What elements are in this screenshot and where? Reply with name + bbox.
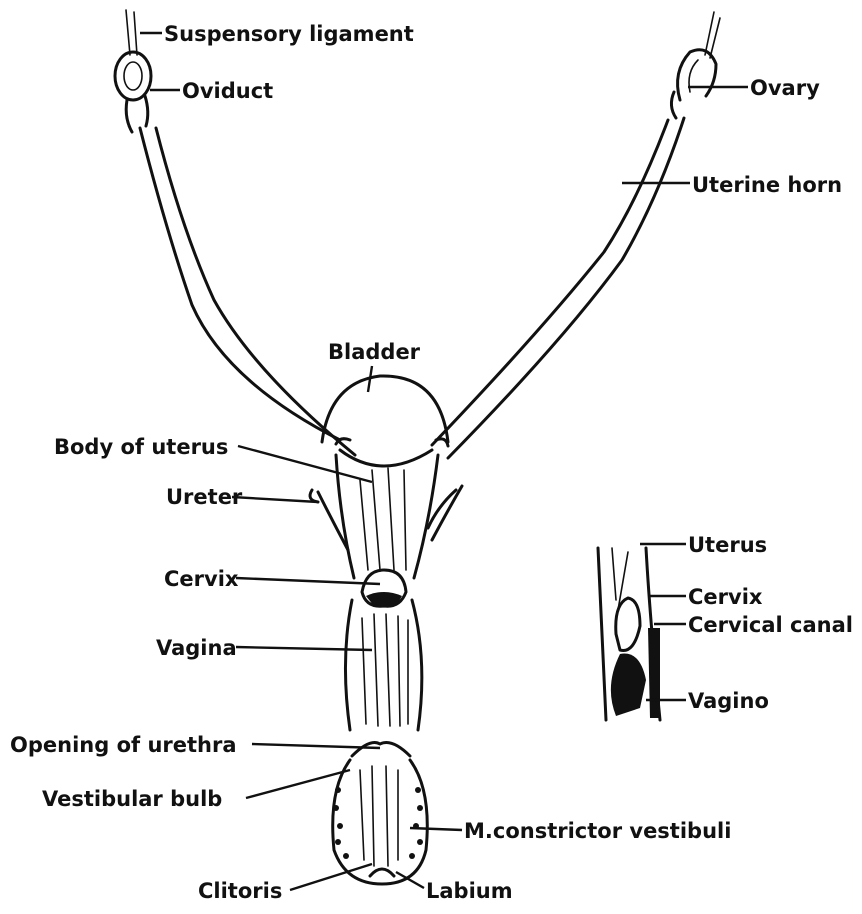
label-labium: Labium — [426, 879, 513, 903]
label-oviduct: Oviduct — [182, 79, 273, 103]
right-uterine-horn — [432, 118, 684, 458]
inset-label-cervical-canal: Cervical canal — [688, 613, 853, 637]
label-clitoris: Clitoris — [198, 879, 282, 903]
label-m-constrictor-vestibuli: M.constrictor vestibuli — [464, 819, 731, 843]
label-uterine-horn: Uterine horn — [692, 173, 842, 197]
label-body-of-uterus: Body of uterus — [54, 435, 228, 459]
label-bladder: Bladder — [328, 340, 421, 364]
label-ovary: Ovary — [750, 76, 820, 100]
vestibule — [333, 743, 428, 885]
inset-label-vagina: Vagino — [688, 689, 769, 713]
label-ureter: Ureter — [166, 485, 243, 509]
label-suspensory-ligament: Suspensory ligament — [164, 22, 414, 46]
right-ovary — [671, 50, 716, 118]
label-cervix: Cervix — [164, 567, 239, 591]
label-opening-of-urethra: Opening of urethra — [10, 733, 237, 757]
suspensory-ligament-left — [126, 10, 137, 55]
bladder — [322, 376, 448, 442]
inset-label-cervix: Cervix — [688, 585, 763, 609]
inset-label-uterus: Uterus — [688, 533, 767, 557]
inset-cervix-section — [598, 548, 660, 720]
body-of-uterus — [336, 455, 438, 578]
clitoris — [370, 869, 394, 876]
leader-lines — [140, 33, 748, 890]
left-uterine-horn — [140, 128, 355, 455]
left-ovary-oviduct — [115, 52, 151, 132]
cervix — [362, 570, 406, 606]
label-vagina: Vagina — [156, 636, 237, 660]
vestibular-bulbs — [333, 787, 423, 859]
labels: Suspensory ligament Oviduct Ovary Uterin… — [10, 22, 853, 903]
vagina — [345, 600, 421, 730]
label-vestibular-bulb: Vestibular bulb — [42, 787, 222, 811]
